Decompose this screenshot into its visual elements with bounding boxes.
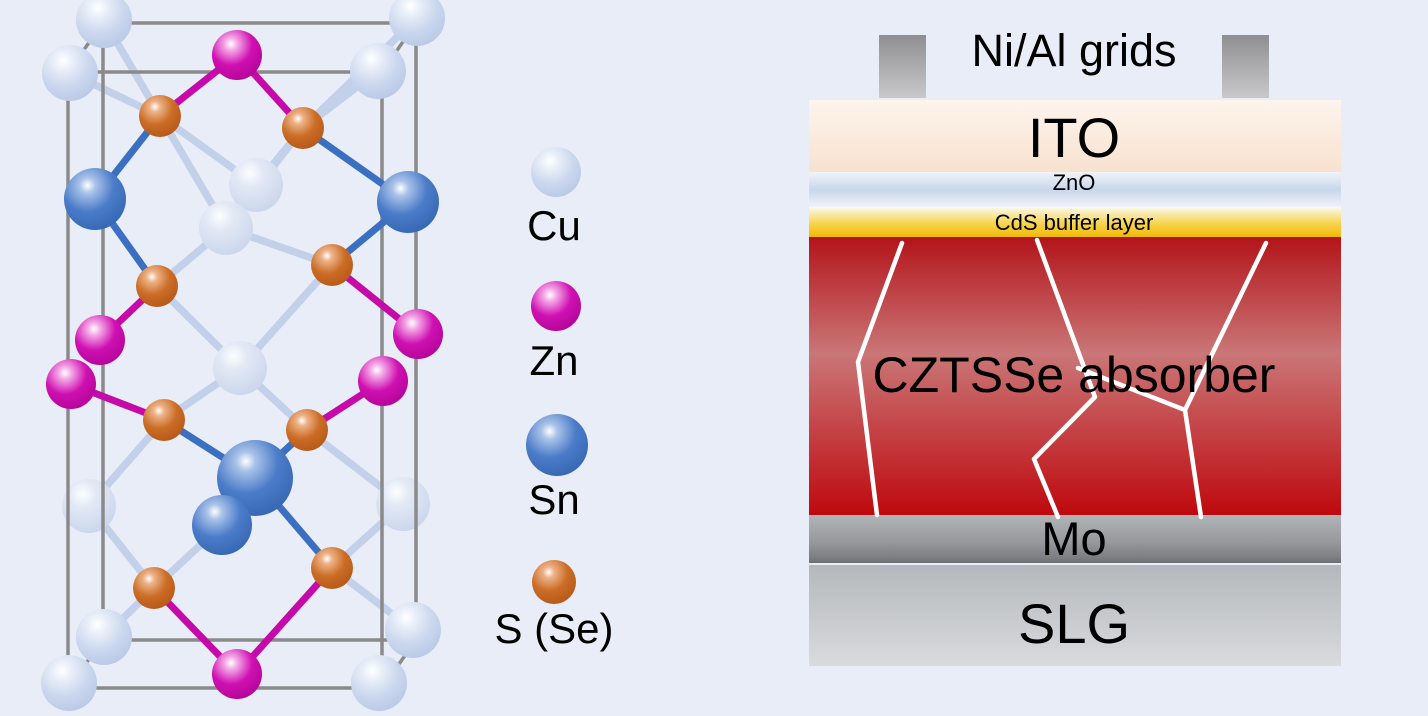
legend-item-zn: Zn bbox=[529, 281, 581, 384]
atom-cu bbox=[41, 655, 97, 711]
grain-boundary-line bbox=[855, 240, 905, 518]
atom-cu-back bbox=[213, 341, 267, 395]
layer-label-mo: Mo bbox=[1041, 512, 1106, 565]
atom-s bbox=[286, 409, 328, 451]
layer-cds bbox=[809, 207, 1341, 237]
ni-al-grid-contact-1 bbox=[879, 35, 926, 98]
atom-cu bbox=[350, 43, 406, 99]
atom-sn bbox=[377, 171, 439, 233]
legend-item-s: S (Se) bbox=[494, 560, 614, 652]
atom-s bbox=[311, 244, 353, 286]
layer-mo bbox=[809, 515, 1341, 563]
legend-label-cu: Cu bbox=[527, 202, 581, 249]
ni-al-grid-contact-2 bbox=[1222, 35, 1269, 98]
atom-s bbox=[136, 265, 178, 307]
atom-sn bbox=[64, 168, 126, 230]
grain-boundary-line bbox=[1182, 240, 1269, 520]
atom-cu bbox=[389, 0, 445, 46]
atom-cu-back bbox=[229, 158, 283, 212]
atom-zn bbox=[75, 315, 125, 365]
legend-sphere-s bbox=[532, 560, 576, 604]
layer-label-cds: CdS buffer layer bbox=[995, 210, 1154, 235]
layer-slg bbox=[809, 565, 1341, 666]
atom-cu-back bbox=[62, 479, 116, 533]
legend-sphere-sn bbox=[526, 414, 588, 476]
atom-s bbox=[282, 107, 324, 149]
layer-ito bbox=[809, 100, 1341, 172]
atom-s bbox=[133, 567, 175, 609]
legend-sphere-zn bbox=[531, 281, 581, 331]
layer-label-absorber: CZTSSe absorber bbox=[873, 347, 1276, 403]
atom-sn bbox=[192, 495, 252, 555]
atom-zn bbox=[358, 356, 408, 406]
atom-zn bbox=[393, 309, 443, 359]
atom-sn bbox=[217, 440, 293, 516]
grain-boundary-line bbox=[1031, 237, 1098, 520]
layer-label-ito: ITO bbox=[1028, 106, 1120, 169]
layer-label-zno: ZnO bbox=[1053, 170, 1096, 195]
legend-item-cu: Cu bbox=[527, 147, 581, 249]
legend-label-s: S (Se) bbox=[494, 605, 613, 652]
atom-s bbox=[139, 95, 181, 137]
legend-item-sn: Sn bbox=[526, 414, 588, 523]
atom-cu-back bbox=[199, 201, 253, 255]
legend-sphere-cu bbox=[531, 147, 581, 197]
atom-zn bbox=[46, 359, 96, 409]
atom-cu-back bbox=[376, 477, 430, 531]
atom-cu bbox=[385, 602, 441, 658]
legend-label-sn: Sn bbox=[528, 476, 579, 523]
atom-cu bbox=[76, 0, 132, 48]
atom-zn bbox=[212, 649, 262, 699]
legend-label-zn: Zn bbox=[529, 337, 578, 384]
atom-s bbox=[311, 547, 353, 589]
layer-zno bbox=[809, 172, 1341, 207]
atom-cu bbox=[351, 655, 407, 711]
atom-zn bbox=[212, 30, 262, 80]
layer-absorber bbox=[809, 237, 1341, 515]
crystal-structure bbox=[41, 0, 445, 711]
grain-boundary-line bbox=[1075, 365, 1188, 413]
atom-cu bbox=[42, 45, 98, 101]
atom-s bbox=[143, 399, 185, 441]
layer-label-slg: SLG bbox=[1018, 592, 1130, 655]
grids-label: Ni/Al grids bbox=[971, 25, 1176, 76]
atom-cu bbox=[76, 609, 132, 665]
